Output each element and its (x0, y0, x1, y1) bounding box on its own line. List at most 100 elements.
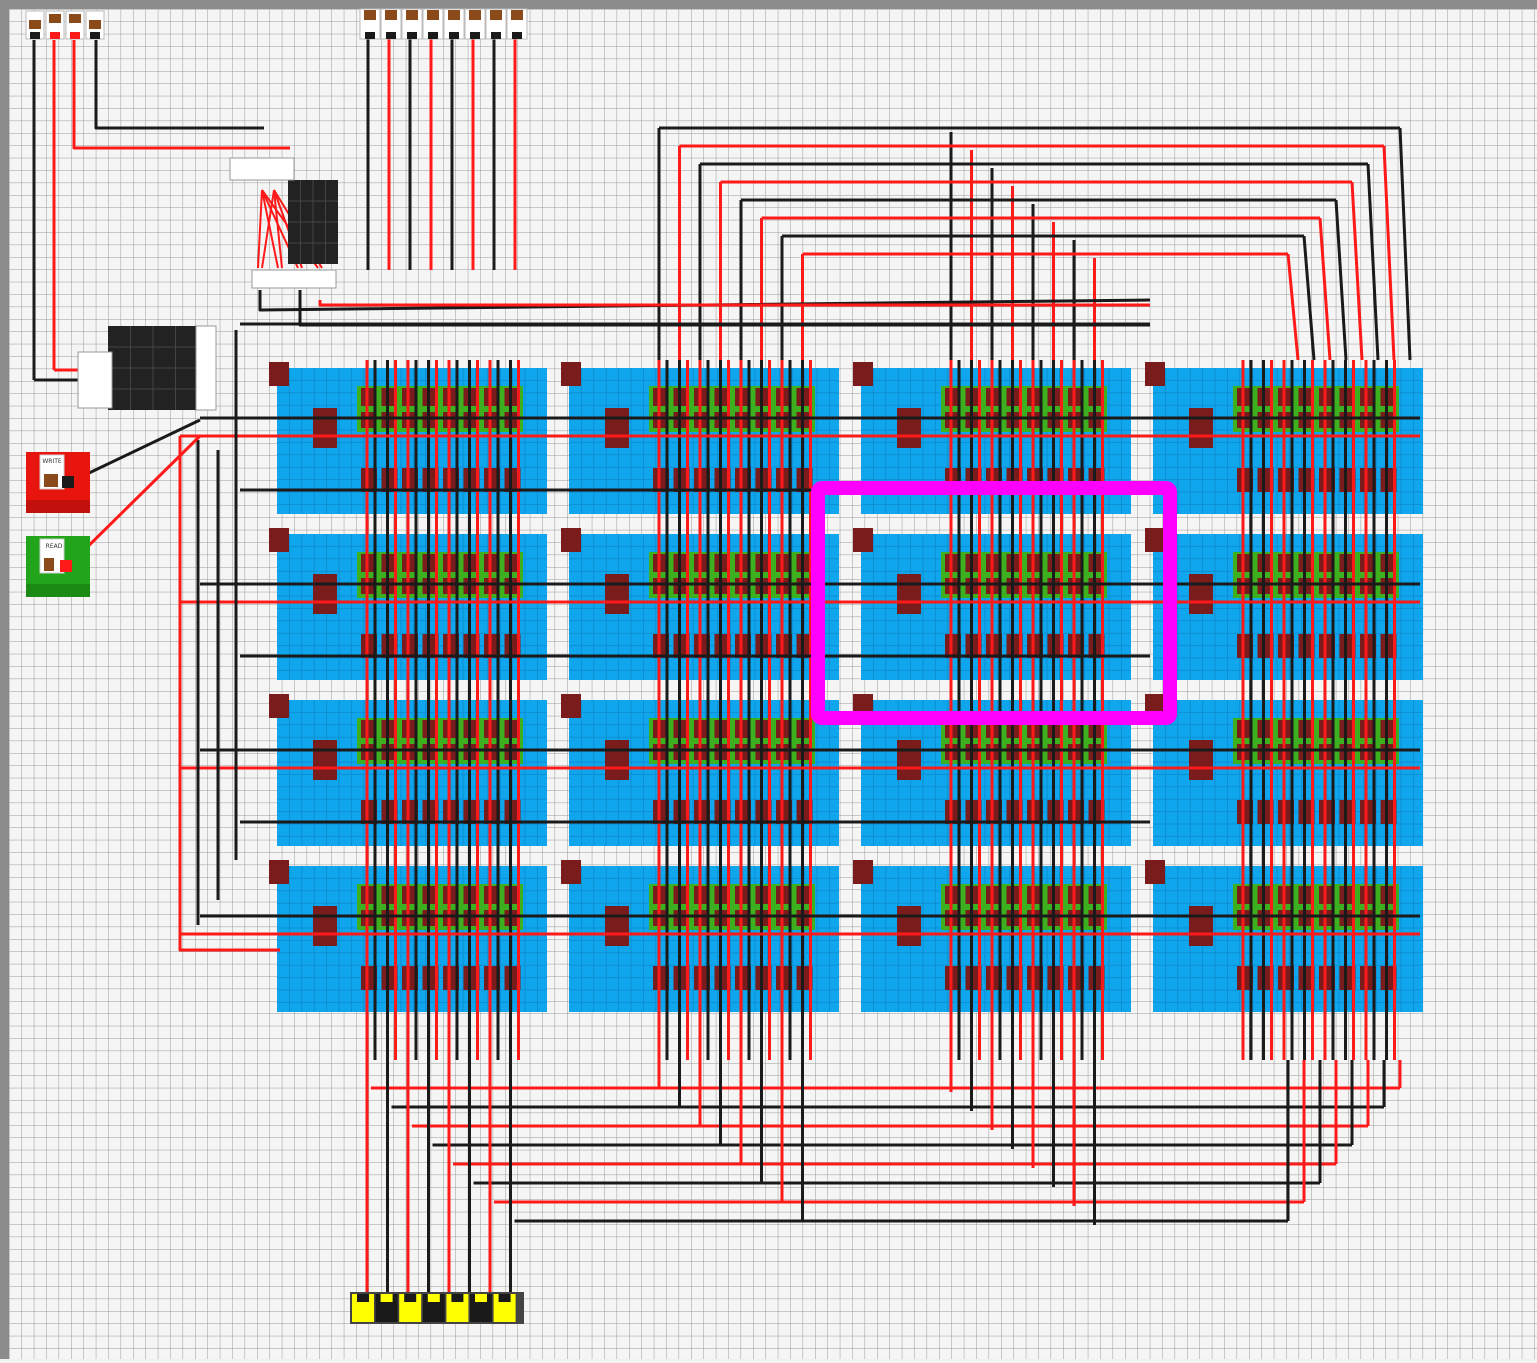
bit-latch (1319, 634, 1335, 658)
bit-latch (361, 468, 377, 492)
data-switch[interactable] (485, 8, 507, 40)
address-switch[interactable] (45, 10, 65, 40)
address-gate (269, 860, 289, 884)
bit-latch (1380, 468, 1397, 492)
bit-latch (694, 966, 710, 990)
wire-off (258, 290, 1151, 312)
bit-latch (422, 634, 439, 658)
bit-latch (1068, 800, 1084, 824)
bit-latch (1339, 468, 1356, 492)
read-button[interactable]: READ (26, 536, 90, 597)
bit-latch (1339, 800, 1356, 824)
wire-on (1318, 217, 1332, 361)
memory-block (1145, 528, 1423, 680)
data-switch[interactable] (422, 8, 444, 40)
bit-latch (694, 468, 710, 492)
bit-latch (463, 634, 480, 658)
bit-latch (776, 966, 792, 990)
data-switch-pin (512, 32, 522, 39)
bit-latch (735, 468, 751, 492)
data-switch-pin (365, 32, 375, 39)
switch-cap (195, 325, 217, 411)
select-gate (605, 574, 629, 614)
bit-latch (504, 966, 521, 990)
bit-latch (1380, 966, 1397, 990)
address-switch-lever (89, 20, 101, 29)
select-gate (313, 408, 337, 448)
switch-cap (77, 351, 113, 409)
address-decoder-top (288, 180, 338, 264)
address-switch[interactable] (65, 10, 85, 40)
select-gate (313, 740, 337, 780)
bit-latch (796, 966, 813, 990)
bit-latch (986, 800, 1002, 824)
bit-latch (402, 634, 418, 658)
select-gate (1189, 740, 1213, 780)
bit-latch (1088, 800, 1105, 824)
address-gate (1145, 362, 1165, 386)
data-switch[interactable] (359, 8, 381, 40)
bit-latch (945, 800, 961, 824)
bit-latch (735, 800, 751, 824)
bit-latch (1339, 966, 1356, 990)
address-switch[interactable] (25, 10, 45, 40)
wire-off (298, 290, 1150, 327)
data-switch-pin (428, 32, 438, 39)
switch-cap (251, 269, 337, 289)
wire-on (1286, 253, 1300, 361)
address-gate (853, 362, 873, 386)
wire-on (273, 189, 283, 269)
output-light-cap (475, 1294, 487, 1302)
bit-latch (1319, 800, 1335, 824)
data-switch[interactable] (464, 8, 486, 40)
bit-latch (1298, 966, 1315, 990)
data-switch[interactable] (380, 8, 402, 40)
address-switch-pin (70, 32, 80, 39)
address-switch[interactable] (85, 10, 105, 40)
data-switch-pin (386, 32, 396, 39)
bit-latch (673, 468, 690, 492)
bit-latch (653, 634, 669, 658)
output-lights (350, 1292, 524, 1324)
bit-latch (1027, 634, 1043, 658)
bit-latch (463, 468, 480, 492)
bit-latch (986, 966, 1002, 990)
data-switch[interactable] (506, 8, 528, 40)
bit-latch (945, 966, 961, 990)
bit-latch (443, 966, 459, 990)
bit-latch (1257, 966, 1274, 990)
output-light-cap (357, 1294, 369, 1302)
address-gate (1145, 860, 1165, 884)
bit-latch (735, 966, 751, 990)
bit-latch (1237, 634, 1253, 658)
address-gate (561, 528, 581, 552)
bit-latch (1319, 966, 1335, 990)
bit-latch (1047, 634, 1064, 658)
write-button[interactable]: WRITE (26, 452, 90, 513)
wire-on (1382, 145, 1396, 361)
select-gate (313, 906, 337, 946)
bit-latch (402, 966, 418, 990)
bit-latch (1360, 966, 1376, 990)
bit-latch (1068, 634, 1084, 658)
data-switch-lever (427, 10, 439, 20)
select-gate (897, 574, 921, 614)
bit-latch (361, 966, 377, 990)
bit-latch (1006, 800, 1023, 824)
output-light-cap (380, 1294, 393, 1302)
bit-latch (1027, 800, 1043, 824)
bit-latch (422, 468, 439, 492)
memory-block (1145, 694, 1423, 846)
bit-latch (1047, 800, 1064, 824)
data-switch[interactable] (401, 8, 423, 40)
data-switch[interactable] (443, 8, 465, 40)
select-gate (1189, 408, 1213, 448)
wire-off (1302, 235, 1316, 361)
bit-latch (1088, 966, 1105, 990)
gates (77, 157, 338, 411)
bit-latch (986, 634, 1002, 658)
bit-latch (755, 468, 772, 492)
bit-latch (1237, 800, 1253, 824)
address-switch-lever (49, 14, 61, 23)
